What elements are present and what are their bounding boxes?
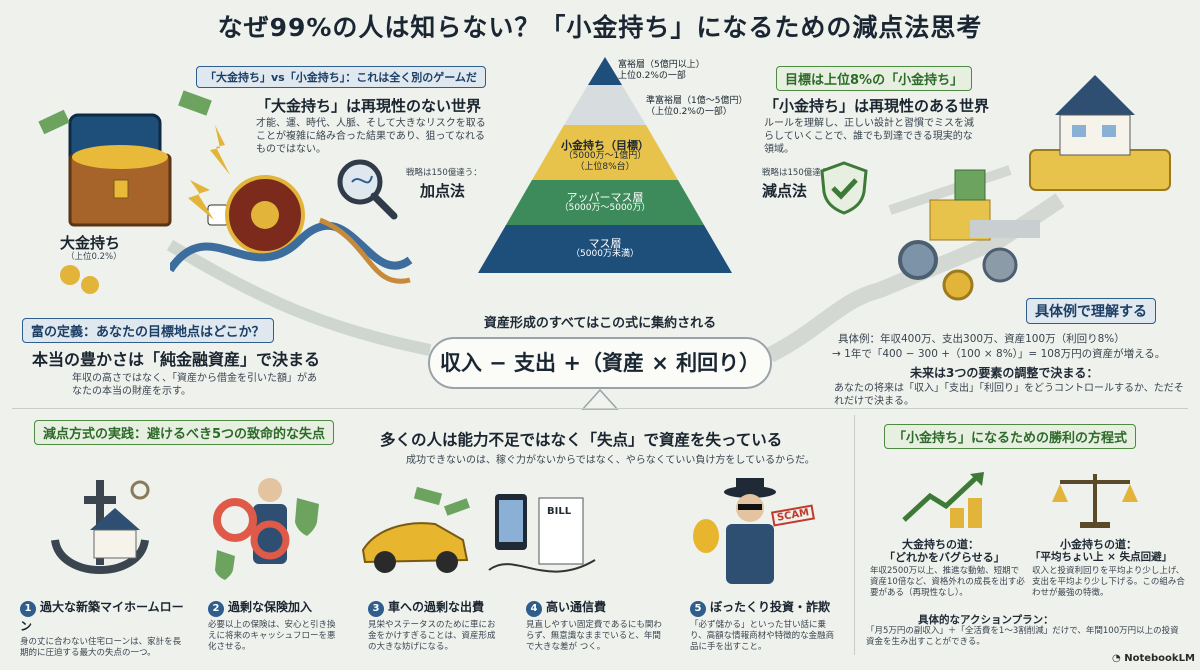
mistakes-pill: 減点方式の実践：避けるべき5つの致命的な失点 — [34, 420, 335, 445]
mistake-desc-2: 必要以上の保険は、安心と引き換えに将来のキャッシュフローを悪化させる。 — [208, 620, 336, 652]
action-plan-desc: 「月5万円の副収入」＋「全活費を1〜3割削減」だけで、年間100万円以上の投資資… — [866, 626, 1179, 647]
example-line2: → 1年で「400 − 300 +（100 × 8%）」= 108万円の資産が増… — [832, 348, 1166, 360]
right-top-desc: ルールを理解し、正しい設計と習慣でミスを減らしていくことで、誰でも到達できる現実… — [764, 118, 974, 155]
example-pill: 具体例で理解する — [1026, 298, 1156, 324]
mistake-number-5: 5 — [690, 601, 706, 617]
mistakes-desc: 成功できないのは、稼ぐ力がないからではなく、やらなくていい負け方をしているからだ… — [406, 455, 815, 466]
mistake-number-3: 3 — [368, 601, 384, 617]
pyramid-tier-3-label: 小金持ち（目標） （5000万〜1億円） （上位8%台） — [561, 139, 649, 172]
formula-pointer — [582, 388, 618, 410]
action-plan-title: 具体的なアクションプラン： — [918, 614, 1054, 626]
page-title: なぜ99%の人は知らない？「小金持ち」になるための減点法思考 — [217, 13, 983, 42]
victory-pill: 「小金持ち」になるための勝利の方程式 — [884, 424, 1137, 449]
left-method: 加点法 — [420, 182, 466, 200]
insurance-person-illustration — [213, 478, 319, 580]
vertical-divider — [854, 415, 855, 655]
mistake-desc-4: 見直しやすい固定費であるにも関わらず、無意識なままでいると、年間で大きな差が つ… — [526, 620, 662, 652]
treasure-chest-illustration — [38, 90, 230, 294]
formula-caption: 資産形成のすべてはこの式に集約される — [483, 316, 717, 331]
magnifier-icon — [337, 159, 398, 220]
anchor-house-illustration — [51, 480, 150, 574]
formula-box: 収入 − 支出 +（資産 × 利回り） — [428, 337, 772, 389]
rich-path-desc: 年収2500万以上、推進な動勉、短期で資産10倍など、資格外れの成長を出す必要が… — [870, 566, 1025, 598]
rich-path-title: 大金持ちの道： — [902, 538, 979, 551]
notebooklm-brand: ◔ NotebookLM — [1112, 653, 1195, 664]
example-subheading: 未来は3つの要素の調整で決まる： — [910, 366, 1099, 380]
pyramid-tier-5-label: マス層 （5000万未満） — [571, 237, 639, 259]
left-top-pill: 「大金持ち」vs「小金持ち」：これは全く別のゲームだ — [196, 66, 486, 88]
brand-label: NotebookLM — [1124, 653, 1195, 664]
right-method: 減点法 — [762, 182, 808, 200]
rich-path-sub: 「どれかをバグらせる」 — [884, 551, 1005, 564]
mistake-title-3: 車への過剰な出費 — [388, 600, 485, 614]
left-top-heading: 「大金持ち」は再現性のない世界 — [256, 97, 482, 115]
definition-heading: 本当の豊かさは「純金融資産」で決まる — [32, 350, 321, 369]
mistake-title-5: ぼったくり投資・詐欺 — [710, 600, 831, 614]
mistake-title-2: 過剰な保険加入 — [228, 600, 313, 614]
small-path-sub: 「平均ちょい上 × 失点回避」 — [1030, 551, 1173, 563]
mistake-number-4: 4 — [526, 601, 542, 617]
scam-man-illustration: SCAM — [680, 470, 816, 590]
right-method-caption: 戦略は150億達う： — [762, 168, 838, 178]
right-top-pill: 目標は上位8%の「小金持ち」 — [776, 66, 973, 91]
mistake-desc-3: 見栄やステータスのために車にお金をかけすぎることは、資産形成の大きな妨げになる。 — [368, 620, 496, 652]
mistake-title-1: 過大な新築マイホームローン — [20, 600, 184, 633]
balance-scale-icon — [1052, 474, 1138, 528]
sports-car-illustration — [361, 486, 470, 573]
left-top-desc: 才能、運、時代、人脈、そして大きなリスクを取ることが複雑に絡み合った結果であり、… — [256, 118, 486, 155]
example-line1: 具体例：年収400万、支出300万、資産100万（利回り8%） — [838, 333, 1125, 345]
wealth-pyramid — [478, 57, 732, 273]
mistake-title-4: 高い通信費 — [546, 600, 607, 614]
definition-pill: 富の定義：あなたの目標地点はどこか？ — [22, 318, 274, 343]
horizontal-divider — [12, 408, 1188, 409]
mistake-number-2: 2 — [208, 601, 224, 617]
bills-phone-illustration: BILL — [485, 480, 605, 590]
small-path-desc: 収入と投資利回りを平均より少し上げ、支出を平均より少し下げる。この組み合わせが最… — [1032, 566, 1185, 598]
mistakes-heading: 多くの人は能力不足ではなく「失点」で資産を失っている — [380, 431, 783, 449]
mistake-item-3: 3 車への過剰な出費 見栄やステータスのために車にお金をかけすぎることは、資産形成… — [368, 598, 498, 653]
roulette-chaos-illustration — [170, 175, 413, 284]
mistake-item-2: 2 過剰な保険加入 必要以上の保険は、安心と引き換えに将来のキャッシュフローを悪化… — [208, 598, 338, 653]
left-method-caption: 戦略は150億達う： — [406, 168, 482, 178]
example-subdesc: あなたの将来は「収入」「支出」「利回り」をどうコントロールするか、ただそれだけで… — [834, 383, 1184, 407]
rich-label-sub: （上位0.2%） — [66, 252, 122, 262]
definition-desc: 年収の高さではなく、「資産から借金を引いた額」があなたの本当の財産を示す。 — [72, 373, 317, 397]
pyramid-tier-1-label: 富裕層（5億円以上） 上位0.2%の一部 — [618, 60, 705, 81]
rich-label: 大金持ち — [60, 234, 121, 252]
pyramid-tier-2-label: 準富裕層（1億〜5億円） （上位0.2%の一部） — [646, 96, 748, 117]
right-top-heading: 「小金持ち」は再現性のある世界 — [764, 97, 990, 115]
small-path-title: 小金持ちの道： — [1060, 538, 1137, 551]
pyramid-tier-4-label: アッパーマス層 （5000万〜5000万） — [559, 191, 651, 213]
mistake-number-1: 1 — [20, 601, 36, 617]
house-gears-illustration — [898, 75, 1171, 301]
shield-check-icon — [820, 161, 868, 215]
mistake-desc-5: 「必ず儲かる」といった甘い話に乗り、高額な情報商材や特徴的な金融商品に手を出すこ… — [690, 620, 835, 652]
mistake-desc-1: 身の丈に合わない住宅ローンは、家計を長期的に圧迫する最大の失点の一つ。 — [20, 637, 182, 658]
growth-coins-icon — [902, 472, 984, 528]
bill-label: BILL — [547, 506, 572, 517]
mistake-item-5: 5 ぼったくり投資・詐欺 「必ず儲かる」といった甘い話に乗り、高額な情報商材や特徴… — [690, 598, 840, 653]
mistake-item-4: 4 高い通信費 見直しやすい固定費であるにも関わらず、無意識なままでいると、年間で… — [526, 598, 666, 653]
brand-logo-icon: ◔ — [1112, 653, 1121, 664]
